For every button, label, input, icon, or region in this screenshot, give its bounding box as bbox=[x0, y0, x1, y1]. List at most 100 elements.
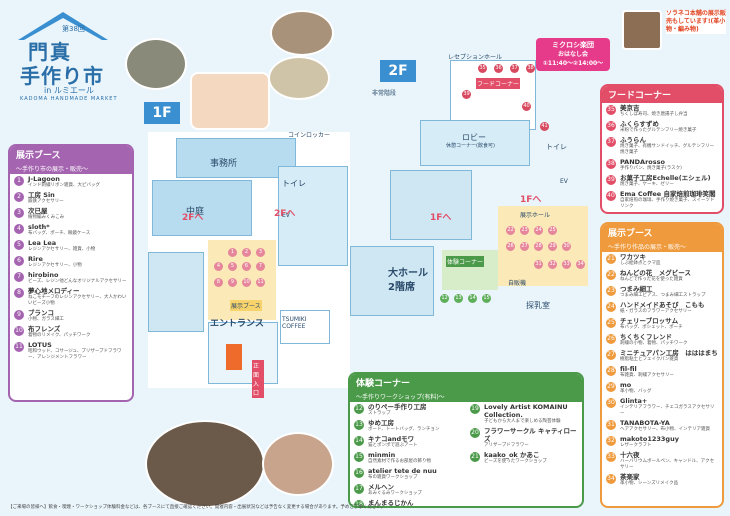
booth-dot[interactable]: 1 bbox=[228, 248, 237, 257]
booth-dot[interactable]: 25 bbox=[548, 226, 557, 235]
booth-dot[interactable]: 7 bbox=[256, 262, 265, 271]
item-number: 23 bbox=[606, 286, 616, 296]
item-number: 33 bbox=[606, 452, 616, 462]
practice-room-label: 探乳室 bbox=[526, 301, 550, 310]
booth-dot[interactable]: 31 bbox=[534, 260, 543, 269]
left-stairs bbox=[148, 252, 204, 332]
item-desc: ねんどで作った花を使った雑貨 bbox=[620, 277, 683, 282]
courtyard bbox=[152, 180, 252, 236]
item-number: 9 bbox=[14, 310, 24, 320]
food-dot[interactable]: 35 bbox=[478, 64, 487, 73]
booth-dot[interactable]: 5 bbox=[228, 262, 237, 271]
to2f-right[interactable]: 2Fへ bbox=[274, 209, 296, 219]
item-name: minmin bbox=[368, 451, 396, 459]
event-logo: 第38回 門真 手作り市 in ルミエール KADOMA HANDMADE MA… bbox=[8, 10, 118, 105]
booth-dot[interactable]: 32 bbox=[548, 260, 557, 269]
booth-dot[interactable]: 26 bbox=[506, 242, 515, 251]
item-number: 37 bbox=[606, 137, 616, 147]
ws-dot[interactable]: 13 bbox=[454, 294, 463, 303]
main-entrance-arrow-icon bbox=[226, 344, 242, 370]
emergency-stairs-label: 非常階段 bbox=[372, 90, 397, 97]
booth-dot[interactable]: 27 bbox=[520, 242, 529, 251]
item-name: Glinta+ bbox=[620, 397, 648, 405]
food-dot[interactable]: 41 bbox=[540, 122, 549, 131]
booth-dot[interactable]: 6 bbox=[242, 262, 251, 271]
booth-dot[interactable]: 30 bbox=[562, 242, 571, 251]
item-number: 24 bbox=[606, 302, 616, 312]
item-name: 夢心地メロディー bbox=[28, 287, 80, 295]
to1f-right[interactable]: 1Fへ bbox=[520, 195, 542, 205]
item-number: 15 bbox=[354, 452, 364, 462]
item-desc: 自家焙煎の珈琲、手作り焼き菓子、スイーツドリンク bbox=[620, 198, 715, 209]
booth-dot[interactable]: 28 bbox=[534, 242, 543, 251]
sorahana-note: ソラネコ本舗の展示販売もしています!(革小物・編み物) bbox=[666, 10, 726, 34]
booth-dot[interactable]: 24 bbox=[534, 226, 543, 235]
ws-dot[interactable]: 12 bbox=[440, 294, 449, 303]
to2f-left[interactable]: 2Fへ bbox=[182, 213, 204, 223]
food-corner-label: フードコーナー bbox=[476, 78, 521, 89]
footnote: 【ご来場の皆様へ】飲食・喫煙・ワークショップ体験料金などは、各ブースにて直接ご確… bbox=[8, 505, 386, 510]
item-name: キナコandモワ bbox=[368, 435, 415, 443]
romaji-label: KADOMA HANDMADE MARKET bbox=[20, 96, 118, 102]
booth-dot[interactable]: 11 bbox=[256, 278, 265, 287]
booth-dot[interactable]: 10 bbox=[242, 278, 251, 287]
food-dot[interactable]: 37 bbox=[510, 64, 519, 73]
food-dot[interactable]: 36 bbox=[494, 64, 503, 73]
booth-dot[interactable]: 22 bbox=[506, 226, 515, 235]
booth-dot[interactable]: 23 bbox=[520, 226, 529, 235]
item-number: 6 bbox=[14, 256, 24, 266]
booth-dot[interactable]: 34 bbox=[576, 260, 585, 269]
food-dot[interactable]: 39 bbox=[462, 90, 471, 99]
entrance-label: エントランス bbox=[210, 319, 264, 329]
item-desc: つまみ細工ピアス、つまみ細工ストラップ bbox=[620, 293, 706, 298]
item-name: つまみ細工 bbox=[620, 285, 653, 293]
item-number: 1 bbox=[14, 176, 24, 186]
item-desc: 革小物、バッグ bbox=[620, 389, 652, 394]
booth-dot[interactable]: 33 bbox=[562, 260, 571, 269]
list-item: 23 つまみ細工つまみ細工ピアス、つまみ細工ストラップ bbox=[602, 284, 722, 300]
item-name: 茶楽家 bbox=[620, 473, 640, 481]
item-desc: アリザーブドフラワー bbox=[484, 443, 529, 448]
item-number: 11 bbox=[14, 342, 24, 352]
booth-dot[interactable]: 8 bbox=[214, 278, 223, 287]
ws-dot[interactable]: 15 bbox=[482, 294, 491, 303]
item-number: 2 bbox=[14, 192, 24, 202]
item-number: 34 bbox=[606, 474, 616, 484]
item-number: 27 bbox=[606, 350, 616, 360]
item-number: 4 bbox=[14, 224, 24, 234]
item-number: 41 bbox=[606, 213, 616, 214]
to1f-left[interactable]: 1Fへ bbox=[430, 213, 452, 223]
food-dot[interactable]: 38 bbox=[526, 64, 535, 73]
item-number: 32 bbox=[606, 436, 616, 446]
booth-dot[interactable]: 2 bbox=[242, 248, 251, 257]
booth-dot[interactable]: 29 bbox=[548, 242, 557, 251]
item-name: PANDArosso bbox=[620, 158, 665, 166]
item-name: kaako_ok かあこ bbox=[484, 451, 540, 459]
item-desc: インテリアフラワー、チェコガラスアクセサリー bbox=[620, 405, 715, 416]
ws-dot[interactable]: 14 bbox=[468, 294, 477, 303]
panel-subtitle: ～手作り作品の展示・販売～ bbox=[602, 241, 722, 252]
mikuroshi-title: ミクロシ楽団 bbox=[552, 41, 594, 49]
stairs-block-2f bbox=[390, 170, 472, 240]
item-desc: 布バッグ、ポシェット、ポーチ bbox=[620, 325, 683, 330]
food-dot[interactable]: 40 bbox=[522, 102, 531, 111]
item-name: ゆめ工房 bbox=[368, 419, 394, 427]
office-label: 事務所 bbox=[210, 159, 238, 169]
booth-dot[interactable]: 4 bbox=[214, 262, 223, 271]
booth-dot[interactable]: 3 bbox=[256, 248, 265, 257]
item-name: ワカツキ bbox=[620, 253, 646, 261]
item-desc: ストラップ bbox=[368, 411, 391, 416]
item-desc: 植物編みくみこみ bbox=[28, 215, 65, 220]
item-desc: 刺繍の小物、着物、パッチワーク bbox=[620, 341, 688, 346]
item-name: LOTUS bbox=[28, 341, 52, 349]
big-hall-label-2: 2階席 bbox=[388, 282, 415, 293]
booth-dot[interactable]: 9 bbox=[228, 278, 237, 287]
